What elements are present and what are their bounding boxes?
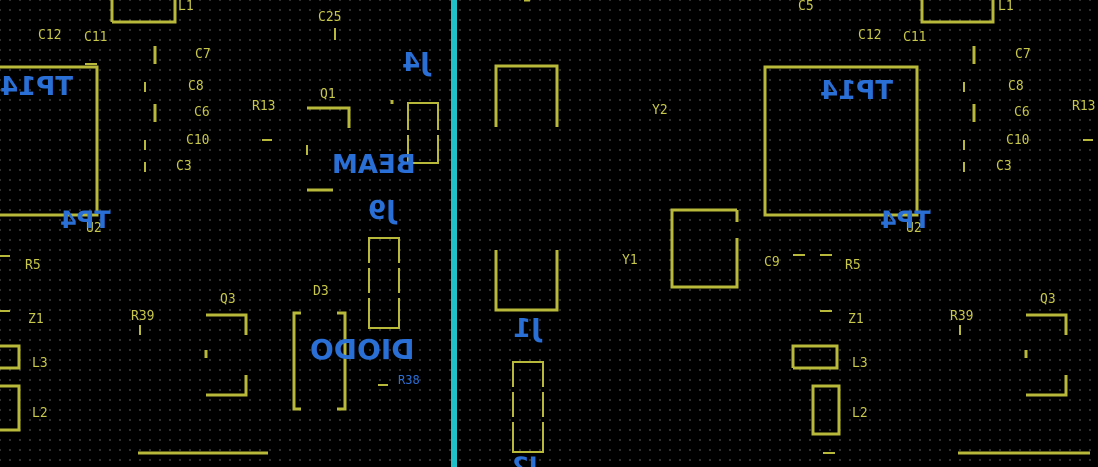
outline-l1-left-b (112, 0, 177, 24)
label-q1-left: Q1 (320, 87, 336, 102)
silk-tp14-right: TP14 (820, 76, 893, 106)
label-c11-left: C11 (84, 30, 108, 45)
outline-j1-right-bot (494, 250, 559, 312)
outline-q3-left (206, 313, 248, 335)
outline-l2-left (0, 384, 21, 432)
outline-j9-left (368, 237, 400, 329)
label-l2-right: L2 (852, 406, 868, 421)
label-c25-left: C25 (318, 10, 342, 25)
label-y1-right: Y1 (622, 253, 638, 268)
label-c8-left: C8 (188, 79, 204, 94)
label-l2-left: L2 (32, 406, 48, 421)
label-r13-right: R13 (1072, 99, 1096, 114)
label-c3-left: C3 (176, 159, 192, 174)
label-z1-right: Z1 (848, 312, 864, 327)
outline-tp14-left (0, 65, 99, 217)
silk-beam-left: BEAM (332, 150, 416, 180)
label-l3-right: L3 (852, 356, 868, 371)
label-r5-left: R5 (25, 258, 41, 273)
label-r39-left: R39 (131, 309, 155, 324)
outline-q1-left (307, 106, 351, 128)
outline-l3-left (0, 344, 21, 370)
silk-j1-right: J1 (513, 314, 541, 344)
outline-tp14-right (763, 65, 919, 217)
label-u2-left: U2 (86, 221, 102, 236)
label-c5-right: C5 (798, 0, 814, 14)
silk-tp14-left: TP14 (0, 72, 73, 102)
label-c10-left: C10 (186, 133, 210, 148)
label-r5-right: R5 (845, 258, 861, 273)
label-l1-left: L1 (178, 0, 194, 14)
label-q3-right: Q3 (1040, 292, 1056, 307)
silk-tp4-left: TP4 (60, 206, 111, 234)
silk-r38-left: R38 (398, 373, 420, 387)
label-l1-right: L1 (998, 0, 1014, 14)
outline-l2-right (811, 384, 841, 436)
label-r39-right: R39 (950, 309, 974, 324)
view-divider (451, 0, 457, 467)
outline-q3-right-b (1026, 375, 1068, 397)
outline-d3-left (292, 311, 301, 411)
label-c6-left: C6 (194, 105, 210, 120)
silk-diodo-left: DIODO (310, 333, 415, 366)
label-c3-right: C3 (996, 159, 1012, 174)
label-q3-left: Q3 (220, 292, 236, 307)
label-c11-right: C11 (903, 30, 927, 45)
outline-l1-right (920, 0, 995, 24)
outline-d3-left-b (337, 311, 347, 411)
label-c10-right: C10 (1006, 133, 1030, 148)
label-l3-left: L3 (32, 356, 48, 371)
label-r13-left: R13 (252, 99, 276, 114)
label-y2-right: Y2 (652, 103, 668, 118)
label-c8-right: C8 (1008, 79, 1024, 94)
outline-q3-left-b (206, 375, 248, 397)
outline-q3-right (1026, 313, 1068, 335)
label-c12-right: C12 (858, 28, 882, 43)
label-c6-right: C6 (1014, 105, 1030, 120)
label-d3-left: D3 (313, 284, 329, 299)
label-c7-left: C7 (195, 47, 211, 62)
label-z1-left: Z1 (28, 312, 44, 327)
silk-j2-right: J2 (512, 452, 538, 467)
label-c9-right: C9 (764, 255, 780, 270)
label-c7-right: C7 (1015, 47, 1031, 62)
silk-tp4-right: TP4 (880, 206, 931, 234)
label-c12-left: C12 (38, 28, 62, 43)
silk-j4-left: J4 (402, 48, 430, 78)
silk-j9-left: J9 (368, 196, 396, 226)
outline-y1-right (670, 208, 739, 289)
label-u2-right: U2 (906, 221, 922, 236)
outline-j1-right-top (494, 64, 559, 127)
outline-l3-right (791, 344, 839, 370)
outline-j2-right (512, 361, 544, 453)
